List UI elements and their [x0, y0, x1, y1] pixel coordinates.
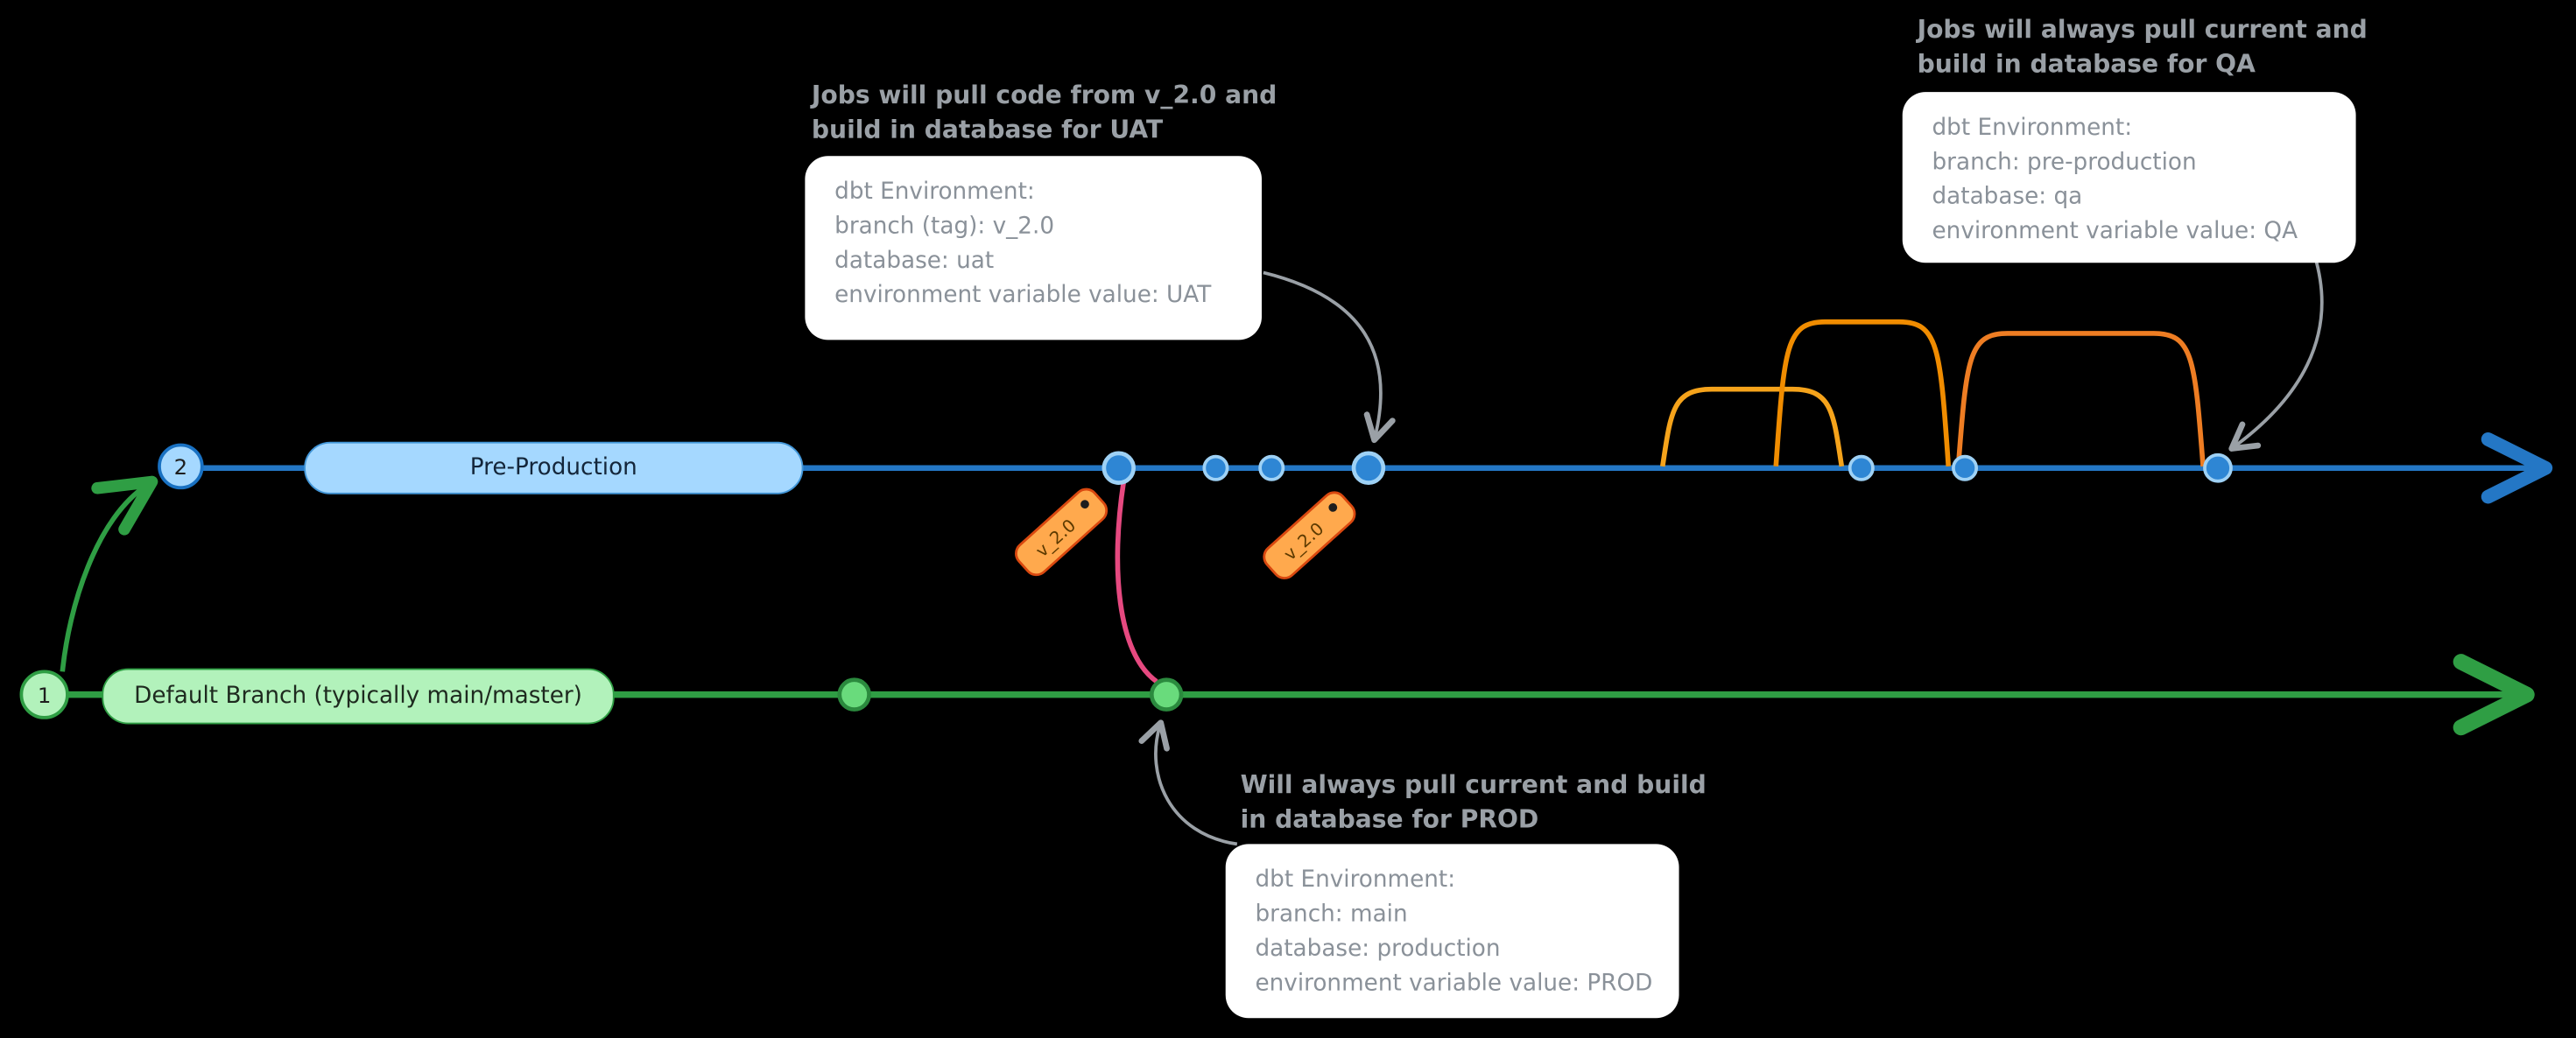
commit-dot [2203, 452, 2233, 483]
default-branch-commits [837, 677, 1184, 712]
qa-callout-title: Jobs will always pull current and build … [1917, 14, 2368, 80]
commit-dot [1202, 454, 1229, 481]
prod-callout-arrow [1138, 719, 1238, 846]
default-branch-label-text: Default Branch (typically main/master) [134, 683, 582, 710]
qa-callout-arrow [2228, 256, 2324, 452]
commit-dot [1848, 454, 1875, 481]
badge-1-number: 1 [38, 683, 52, 708]
uat-callout-arrow [1263, 270, 1396, 444]
version-tag-2: v_2.0 [1263, 491, 1356, 579]
commit-dot [837, 677, 871, 712]
uat-callout-box: dbt Environment: branch (tag): v_2.0 dat… [805, 156, 1262, 340]
feature-arc-3 [1955, 331, 2206, 467]
preproduction-branch-label: Pre-Production [304, 441, 804, 494]
prod-callout-box: dbt Environment: branch: main database: … [1225, 844, 1679, 1019]
feature-arc-2 [1773, 319, 1952, 467]
commit-dot [1101, 451, 1136, 485]
badge-1: 1 [19, 670, 69, 719]
prod-callout-title: Will always pull current and build in da… [1240, 769, 1707, 835]
uat-callout-title: Jobs will pull code from v_2.0 and build… [811, 80, 1277, 145]
qa-callout-box: dbt Environment: branch: pre-production … [1902, 92, 2356, 263]
commit-dot [1351, 451, 1386, 485]
commit-dot [1952, 454, 1979, 481]
preproduction-branch-label-text: Pre-Production [469, 454, 637, 481]
badge-2-number: 2 [174, 454, 188, 480]
branch-off-curve [60, 475, 158, 672]
commit-dot [1258, 454, 1285, 481]
feature-arc-1 [1660, 386, 1845, 467]
default-branch-label: Default Branch (typically main/master) [102, 668, 615, 725]
badge-2: 2 [158, 443, 204, 490]
merge-curve [1115, 480, 1158, 684]
commit-dot [1149, 677, 1184, 712]
preproduction-commits [1101, 451, 2233, 485]
version-tag-1: v_2.0 [1015, 487, 1109, 577]
